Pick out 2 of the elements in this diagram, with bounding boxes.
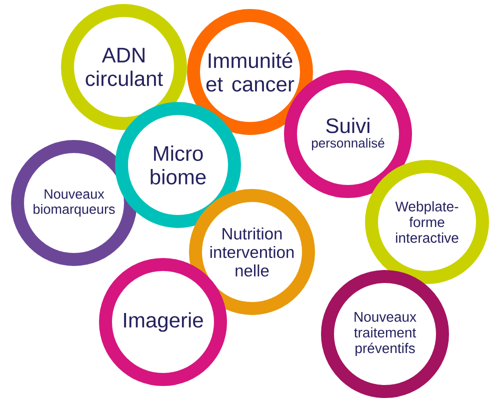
node-label: Micro biome <box>150 146 206 184</box>
node-label: Imagerie <box>124 312 203 332</box>
